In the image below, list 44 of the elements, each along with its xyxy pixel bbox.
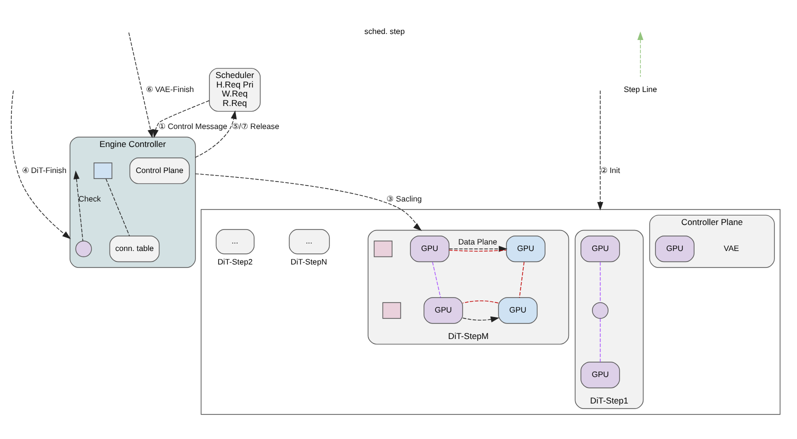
connector xyxy=(600,262,601,303)
connector xyxy=(600,318,601,362)
arrow xyxy=(74,170,84,242)
node-box xyxy=(94,162,112,180)
arrow xyxy=(195,110,237,158)
arrow xyxy=(128,32,159,138)
node-box: GPU xyxy=(498,297,538,324)
cluster xyxy=(200,209,780,415)
node-box: GPU xyxy=(580,236,620,262)
node-box: conn. table xyxy=(109,236,160,262)
edge-label: ③ Sacling xyxy=(386,194,422,204)
connector xyxy=(448,250,507,252)
node-box xyxy=(374,240,392,258)
arrow xyxy=(195,173,422,231)
arrow xyxy=(10,90,71,240)
connector xyxy=(519,262,524,298)
edge-label: ④ DiT-Finish xyxy=(22,166,67,175)
node-label: DiT-StepN xyxy=(290,258,328,266)
node-box: GPU xyxy=(580,362,620,388)
connector xyxy=(432,262,441,298)
arrow xyxy=(462,316,500,322)
edge-label: Check xyxy=(78,194,101,204)
connector xyxy=(106,178,130,236)
node-box: GPU xyxy=(506,236,546,262)
edge-label: ② Init xyxy=(600,166,620,175)
connector xyxy=(462,300,499,304)
edge-label: ① Control Message xyxy=(158,122,228,132)
edge-label: ⑤/⑦ Release xyxy=(232,122,280,132)
label: sched. step xyxy=(364,26,405,36)
node-box xyxy=(382,302,402,319)
arrow xyxy=(597,90,604,211)
node-box: GPU xyxy=(410,236,450,262)
node-circle xyxy=(592,302,608,319)
node-box: GPU xyxy=(655,236,694,262)
node-box: Control Plane xyxy=(129,158,190,184)
legend-label: Step Line xyxy=(624,84,658,94)
node-box: Scheduler H.Req Pri W.Req R.Req xyxy=(209,68,261,112)
edge-label: ⑥ VAE-Finish xyxy=(146,84,194,94)
node-box: GPU xyxy=(424,297,464,324)
edge-label: Data Plane xyxy=(458,237,498,246)
node-label: DiT-Step2 xyxy=(218,258,253,266)
arrow xyxy=(148,100,210,138)
node-label: VAE xyxy=(724,244,739,253)
node-circle xyxy=(75,240,92,258)
